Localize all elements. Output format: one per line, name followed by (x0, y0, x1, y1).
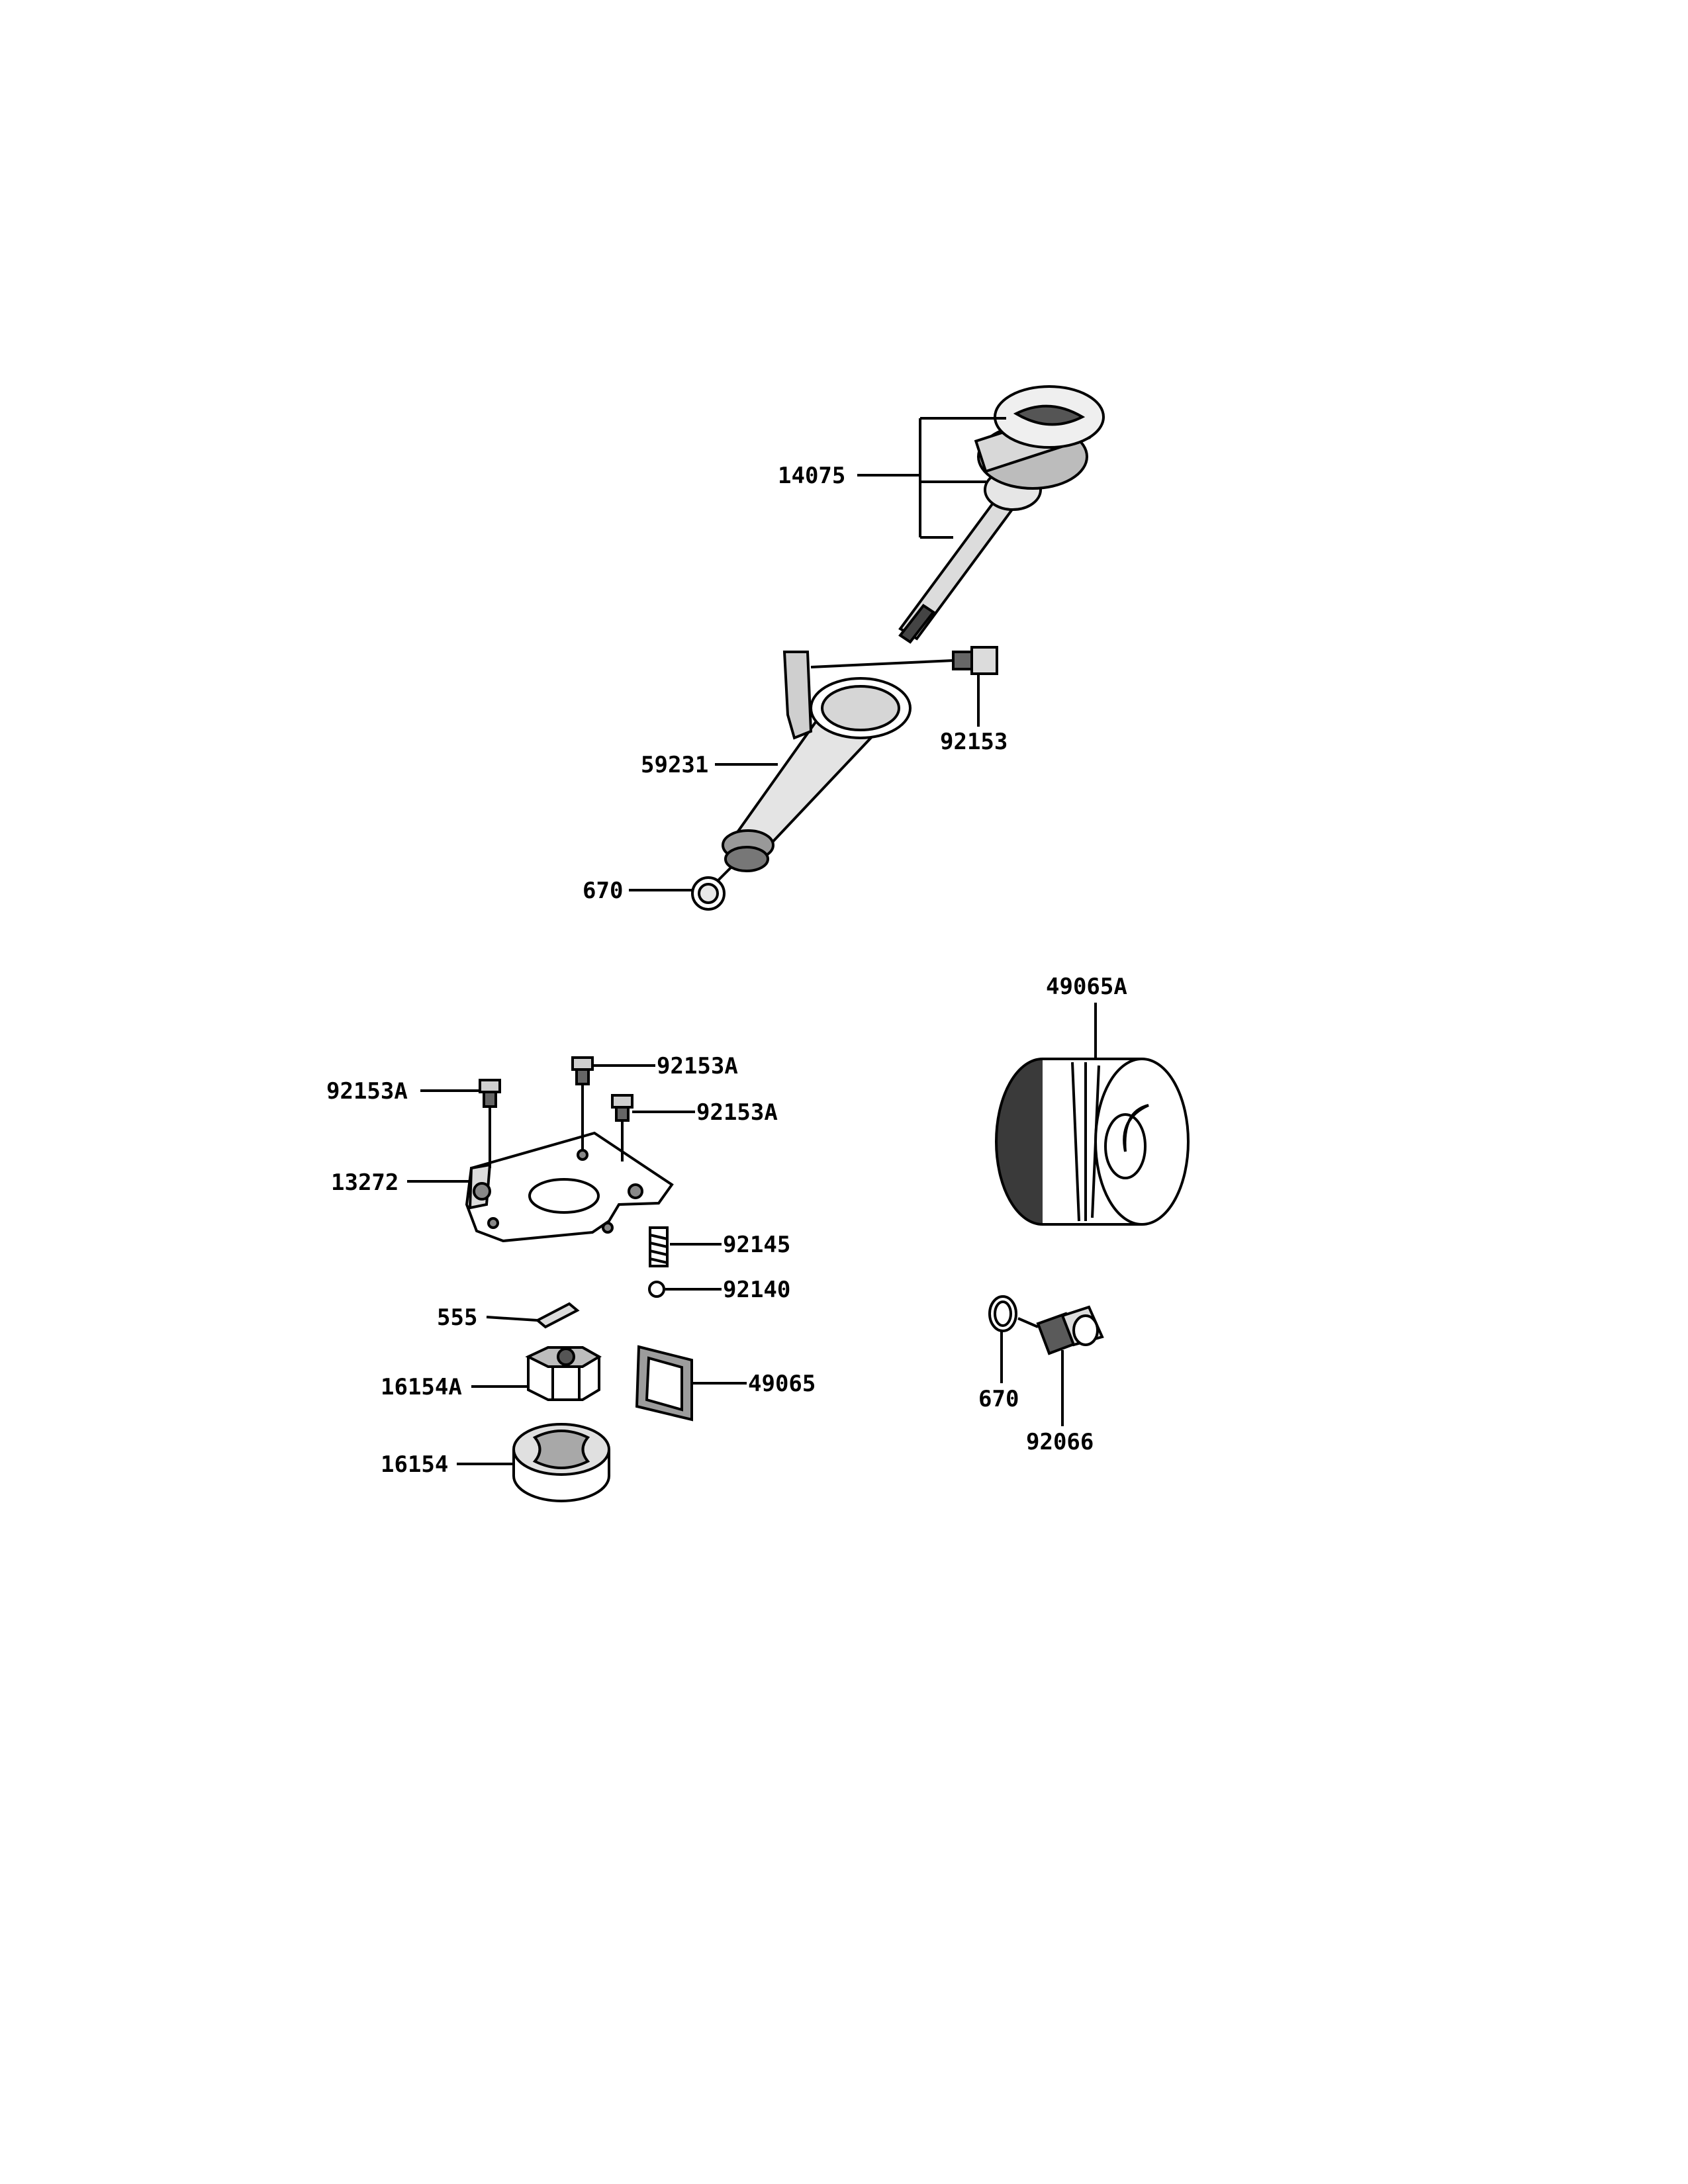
pump-cover-plate[interactable] (465, 1131, 674, 1243)
label-92153A-2: 92153A (657, 1053, 738, 1079)
bolt-92153A-right[interactable] (611, 1094, 633, 1161)
label-670-bottom: 670 (978, 1386, 1019, 1412)
label-59231: 59231 (641, 752, 708, 778)
label-49065A: 49065A (1046, 974, 1127, 1000)
label-92153A-1: 92153A (326, 1078, 408, 1105)
gasket-49065[interactable] (635, 1345, 693, 1422)
pin-555[interactable] (535, 1302, 580, 1329)
label-670-top: 670 (583, 878, 623, 904)
label-16154A: 16154A (381, 1374, 462, 1400)
label-92140: 92140 (723, 1277, 790, 1303)
inner-rotor-16154A[interactable] (525, 1346, 602, 1401)
bolt-92153[interactable] (810, 646, 998, 675)
label-555: 555 (437, 1304, 477, 1331)
label-92153A-3: 92153A (696, 1099, 778, 1126)
washer-670-bottom[interactable] (988, 1295, 1017, 1332)
leader-555 (486, 1316, 538, 1322)
bolt-92153A-top[interactable] (571, 1056, 594, 1152)
label-16154: 16154 (381, 1451, 448, 1478)
label-49065: 49065 (748, 1371, 816, 1397)
label-92153: 92153 (940, 729, 1008, 755)
label-13272: 13272 (331, 1169, 399, 1196)
spring-92145[interactable] (649, 1226, 669, 1267)
bolt-92153A-left[interactable] (479, 1079, 501, 1168)
ball-92140[interactable] (648, 1281, 665, 1298)
label-92145: 92145 (723, 1232, 790, 1258)
oil-filter[interactable] (995, 1058, 1190, 1226)
oil-filler-tube[interactable] (722, 651, 912, 872)
dipstick-assembly[interactable] (898, 385, 1105, 644)
o-ring-670-top[interactable] (691, 866, 733, 911)
drain-plug-92066[interactable] (1017, 1305, 1104, 1355)
label-14075: 14075 (778, 463, 845, 489)
leader-14075 (857, 417, 1006, 539)
label-92066: 92066 (1026, 1429, 1094, 1455)
outer-rotor-16154[interactable] (512, 1423, 610, 1502)
